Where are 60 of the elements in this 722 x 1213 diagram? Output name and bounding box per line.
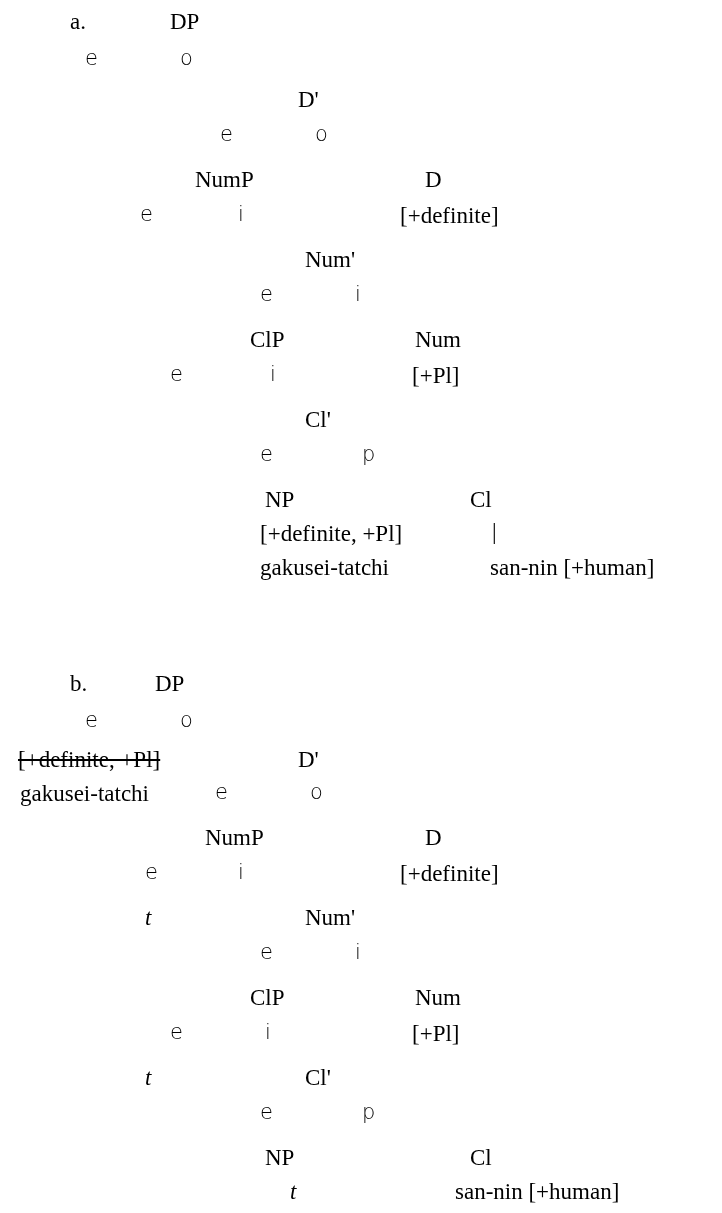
tree-branch-symbol: o	[180, 48, 193, 69]
tree-node-label: Num	[415, 986, 461, 1009]
tree-branch-symbol: i	[238, 204, 244, 225]
tree-branch-symbol: e	[170, 364, 183, 385]
tree-branch-symbol: o	[315, 124, 328, 145]
tree-node-label: D'	[298, 88, 319, 111]
tree-branch-symbol: e	[260, 444, 273, 465]
tree-node-label: san-nin [+human]	[490, 556, 655, 579]
tree-node-label: Cl	[470, 488, 492, 511]
tree-node-label: gakusei-tatchi	[20, 782, 149, 805]
tree-node-label: [+definite]	[400, 204, 499, 227]
tree-branch-symbol: e	[145, 862, 158, 883]
trace-symbol: t	[290, 1180, 297, 1203]
tree-node-label: Num	[415, 328, 461, 351]
tree-branch-symbol: o	[310, 782, 323, 803]
tree-node-label: DP	[155, 672, 185, 695]
tree-node-label: |	[492, 520, 497, 543]
tree-node-label: Cl'	[305, 408, 331, 431]
tree-node-label: D	[425, 168, 442, 191]
tree-node-label: Cl	[470, 1146, 492, 1169]
tree-branch-symbol: e	[260, 1102, 273, 1123]
tree-branch-symbol: p	[362, 444, 376, 465]
tree-branch-symbol: o	[180, 710, 193, 731]
tree-branch-symbol: p	[362, 1102, 376, 1123]
trace-symbol: t	[145, 1066, 152, 1089]
tree-branch-symbol: i	[265, 1022, 271, 1043]
trace-symbol: t	[145, 906, 152, 929]
tree-node-label: gakusei-tatchi	[260, 556, 389, 579]
tree-branch-symbol: e	[215, 782, 228, 803]
tree-node-label: D'	[298, 748, 319, 771]
tree-node-label: NP	[265, 488, 295, 511]
tree-node-label: NumP	[195, 168, 254, 191]
tree-node-label: DP	[170, 10, 200, 33]
tree-node-label: Num'	[305, 906, 356, 929]
tree-branch-symbol: i	[270, 364, 276, 385]
tree-node-label: NP	[265, 1146, 295, 1169]
tree-branch-symbol: e	[140, 204, 153, 225]
tree-node-label: ClP	[250, 986, 285, 1009]
example-number: a.	[70, 10, 86, 33]
tree-node-label: NumP	[205, 826, 264, 849]
tree-branch-symbol: e	[260, 942, 273, 963]
tree-node-label: Num'	[305, 248, 356, 271]
tree-branch-symbol: i	[355, 284, 361, 305]
tree-branch-symbol: e	[85, 710, 98, 731]
tree-node-label: [+Pl]	[412, 364, 460, 387]
tree-node-label: [+definite]	[400, 862, 499, 885]
tree-branch-symbol: e	[220, 124, 233, 145]
example-number: b.	[70, 672, 88, 695]
tree-branch-symbol: e	[260, 284, 273, 305]
tree-node-label: [+definite, +Pl]	[260, 522, 403, 545]
tree-node-label: ClP	[250, 328, 285, 351]
tree-node-label: D	[425, 826, 442, 849]
tree-branch-symbol: i	[238, 862, 244, 883]
tree-node-label: [+Pl]	[412, 1022, 460, 1045]
tree-branch-symbol: i	[355, 942, 361, 963]
tree-branch-symbol: e	[170, 1022, 183, 1043]
tree-node-label: san-nin [+human]	[455, 1180, 620, 1203]
tree-node-label: Cl'	[305, 1066, 331, 1089]
struck-out-label: [+definite, +Pl]	[18, 748, 161, 771]
tree-branch-symbol: e	[85, 48, 98, 69]
